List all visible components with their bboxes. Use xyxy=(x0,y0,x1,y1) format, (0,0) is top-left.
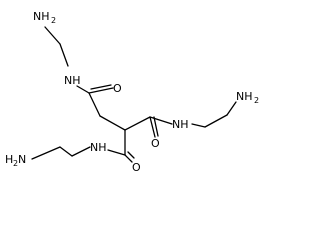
top-amide-chain xyxy=(44,26,114,117)
atom-label-nh-right: NH xyxy=(172,118,189,131)
bond xyxy=(99,115,126,131)
bond xyxy=(90,84,112,90)
atom-labels: NH 2 NH O O NH NH 2 H 2 N NH O xyxy=(5,10,259,174)
bond xyxy=(88,92,101,117)
bond xyxy=(124,154,133,163)
atom-label-n-bottom: N xyxy=(18,153,26,166)
bond xyxy=(71,146,91,157)
bond xyxy=(44,26,61,45)
atom-label-nh2-top: NH xyxy=(33,10,50,23)
bond xyxy=(127,151,135,159)
atom-subscript-top: 2 xyxy=(51,16,56,25)
bond xyxy=(107,149,126,156)
atom-label-o-mid: O xyxy=(151,137,160,150)
atom-label-h-bottom: H xyxy=(5,153,13,166)
bond xyxy=(59,146,73,157)
bond xyxy=(124,116,151,131)
bond xyxy=(59,43,69,67)
bond xyxy=(204,114,228,128)
bond xyxy=(76,85,90,94)
atom-label-nh-top: NH xyxy=(64,74,81,87)
right-amide-chain xyxy=(191,101,237,128)
bond xyxy=(191,123,206,128)
bond xyxy=(88,87,114,94)
atom-label-o-bottom: O xyxy=(132,161,141,174)
atom-label-nh-bottom: NH xyxy=(90,141,107,154)
atom-subscript-right: 2 xyxy=(254,96,259,105)
structure-diagram: NH 2 NH O O NH NH 2 H 2 N NH O xyxy=(5,10,259,174)
bond xyxy=(31,146,61,160)
bond xyxy=(226,101,237,116)
bond xyxy=(149,116,173,125)
bond xyxy=(153,116,159,137)
backbone xyxy=(99,115,173,138)
atom-label-nh2-right: NH xyxy=(236,90,253,103)
bottom-amide-chain xyxy=(31,129,135,163)
bond xyxy=(149,116,156,138)
atom-label-o-top: O xyxy=(113,82,122,95)
atom-subscript-bottom: 2 xyxy=(13,159,18,168)
